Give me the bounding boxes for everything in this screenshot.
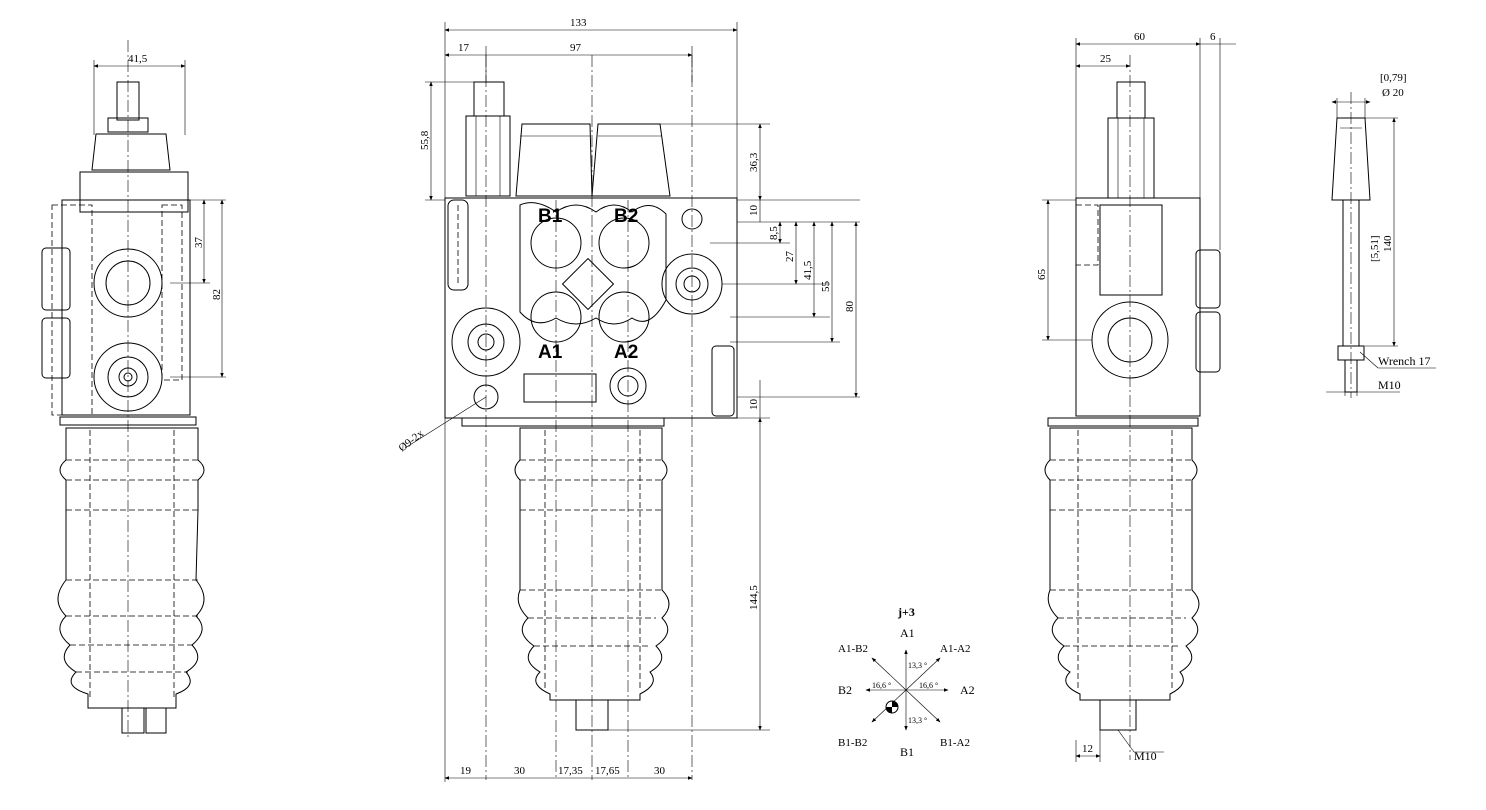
left-side-view: 41,5 37 82 <box>41 40 226 740</box>
dim-82-label: 82 <box>211 289 223 300</box>
thread-m10-label: M10 <box>1134 749 1157 763</box>
dim-17-label: 17 <box>458 42 470 54</box>
port-b2-label: B2 <box>614 206 638 227</box>
dim-97-label: 97 <box>570 42 582 54</box>
dir-b1-a2: B1-A2 <box>940 737 970 749</box>
dim-36-3-label: 36,3 <box>748 152 760 172</box>
dim-144-5-label: 144,5 <box>748 585 760 610</box>
dir-a1: A1 <box>900 626 915 640</box>
wrench-label: Wrench 17 <box>1378 354 1431 368</box>
lever-thread-label: M10 <box>1378 378 1401 392</box>
joystick-title: j+3 <box>897 605 915 619</box>
dim-12-label: 12 <box>1082 743 1093 755</box>
joystick-direction-diagram: j+3 A1 B1 B2 A2 A1-B2 A1-A2 B1-B2 B1-A2 … <box>838 605 975 759</box>
port-a2-label: A2 <box>614 342 638 363</box>
dir-b1: B1 <box>900 745 914 759</box>
dim-bottom-30a: 30 <box>514 765 526 777</box>
dim-55-8-label: 55,8 <box>419 130 431 150</box>
angle-top: 13,3 ° <box>908 661 927 670</box>
lever-bracket-label: [0,79] <box>1380 72 1407 84</box>
dir-a1-b2: A1-B2 <box>838 643 868 655</box>
dim-8-5-label: 8,5 <box>768 226 780 240</box>
dir-b2: B2 <box>838 683 852 697</box>
right-side-view: 60 6 25 65 12 M10 <box>1036 31 1236 763</box>
dim-133-label: 133 <box>570 17 587 29</box>
dim-25-label: 25 <box>1100 53 1112 65</box>
angle-left: 16,6 ° <box>872 681 891 690</box>
dim-bottom-19: 19 <box>460 765 472 777</box>
angle-right: 16,6 ° <box>919 681 938 690</box>
dir-a1-a2: A1-A2 <box>940 643 971 655</box>
hole-dia-label: Ø9-2x <box>396 427 426 454</box>
dim-bottom-30b: 30 <box>654 765 666 777</box>
lever-length-label: 140 <box>1382 235 1394 252</box>
dim-bottom-17-65: 17,65 <box>595 765 620 777</box>
dim-10-top-label: 10 <box>748 205 760 217</box>
dim-41-5-right-label: 41,5 <box>802 260 814 280</box>
lever-diameter-label: Ø 20 <box>1382 87 1404 99</box>
dim-65-label: 65 <box>1036 269 1048 281</box>
dim-37-label: 37 <box>193 237 205 249</box>
dim-bottom-17-35: 17,35 <box>558 765 583 777</box>
port-a1-label: A1 <box>538 342 563 363</box>
dim-10-bottom-label: 10 <box>748 399 760 411</box>
angle-bottom: 13,3 ° <box>908 716 927 725</box>
dim-6-label: 6 <box>1210 31 1216 43</box>
dim-55-label: 55 <box>820 281 832 293</box>
dim-60-label: 60 <box>1134 31 1146 43</box>
dim-27-label: 27 <box>784 251 796 263</box>
lever-detail: [0,79] Ø 20 140 [5,51] Wrench 17 M10 <box>1326 72 1436 398</box>
dim-41-5-label: 41,5 <box>128 53 148 65</box>
front-view: B1 B2 A1 A2 133 17 97 55,8 <box>396 17 860 782</box>
dir-b1-b2: B1-B2 <box>838 737 867 749</box>
dim-80-label: 80 <box>844 301 856 313</box>
dir-a2: A2 <box>960 683 975 697</box>
port-b1-label: B1 <box>538 206 563 227</box>
lever-length-inch-label: [5,51] <box>1369 235 1381 262</box>
